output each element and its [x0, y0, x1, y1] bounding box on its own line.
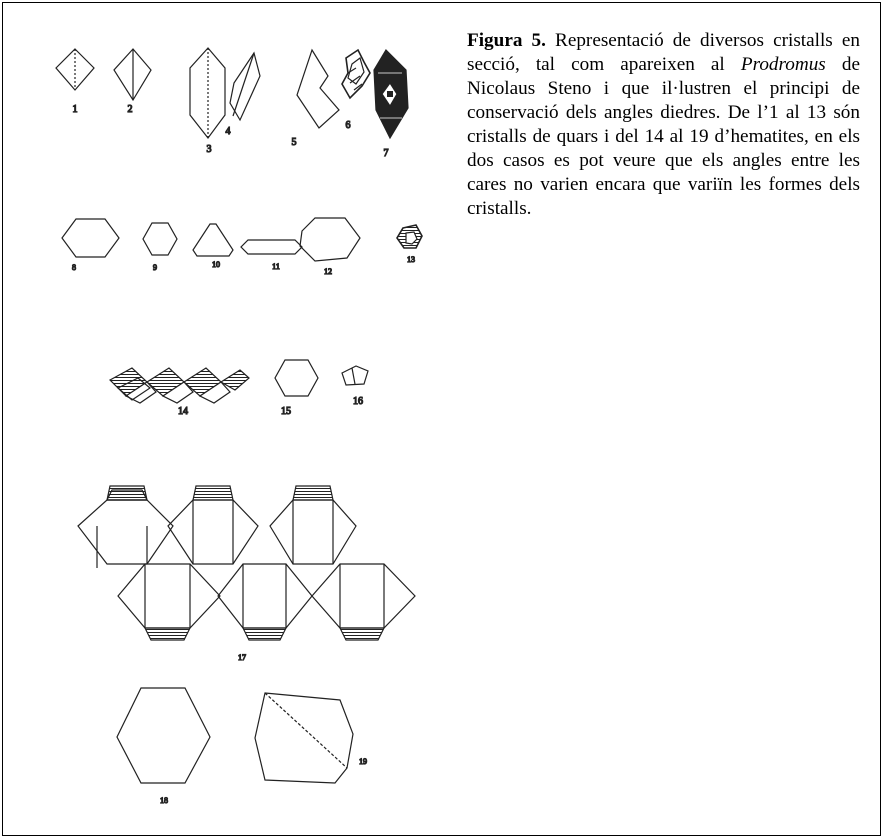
label-3: 3 — [207, 144, 212, 155]
crystal-18 — [116, 687, 211, 784]
crystal-19 — [254, 692, 354, 784]
label-18: 18 — [160, 796, 168, 805]
label-12: 12 — [324, 267, 332, 276]
crystal-17 — [77, 485, 416, 641]
crystal-7 — [373, 49, 409, 140]
crystal-16 — [341, 365, 369, 386]
crystal-8 — [61, 218, 120, 258]
label-17: 17 — [238, 653, 246, 662]
crystal-10 — [192, 223, 234, 257]
crystal-5 — [296, 48, 340, 129]
label-10: 10 — [212, 260, 220, 269]
crystal-13 — [396, 224, 423, 249]
crystal-15 — [274, 359, 319, 397]
label-15: 15 — [281, 406, 291, 417]
crystal-1 — [55, 48, 95, 91]
caption-label: Figura 5. — [467, 30, 546, 51]
crystal-9 — [142, 222, 178, 256]
crystal-2 — [113, 48, 152, 102]
crystal-14 — [109, 367, 250, 404]
label-2: 2 — [128, 104, 133, 115]
crystal-6 — [341, 48, 371, 100]
label-1: 1 — [73, 104, 78, 115]
label-14: 14 — [178, 406, 188, 417]
label-8: 8 — [72, 263, 76, 272]
label-11: 11 — [272, 262, 280, 271]
label-7: 7 — [384, 148, 389, 159]
label-9: 9 — [153, 263, 157, 272]
label-16: 16 — [353, 396, 363, 407]
caption-italic-title: Prodromus — [740, 54, 826, 75]
crystal-3 — [189, 47, 226, 139]
label-4: 4 — [226, 126, 231, 137]
crystal-4 — [229, 51, 261, 122]
caption-text-after: de Nicolaus Steno i que il·lustren el pr… — [467, 54, 860, 219]
crystal-11 — [240, 239, 303, 255]
label-13: 13 — [407, 255, 415, 264]
crystal-12 — [299, 217, 361, 262]
label-19: 19 — [359, 757, 367, 766]
crystal-sections-figure: 1 2 3 4 5 6 7 8 9 10 11 12 13 14 15 16 1… — [50, 28, 430, 810]
label-5: 5 — [292, 137, 297, 148]
figure-caption: Figura 5. Representació de diversos cris… — [467, 29, 860, 221]
label-6: 6 — [346, 120, 351, 131]
caption-text-before: Representació de diversos cristalls en s… — [467, 30, 860, 75]
